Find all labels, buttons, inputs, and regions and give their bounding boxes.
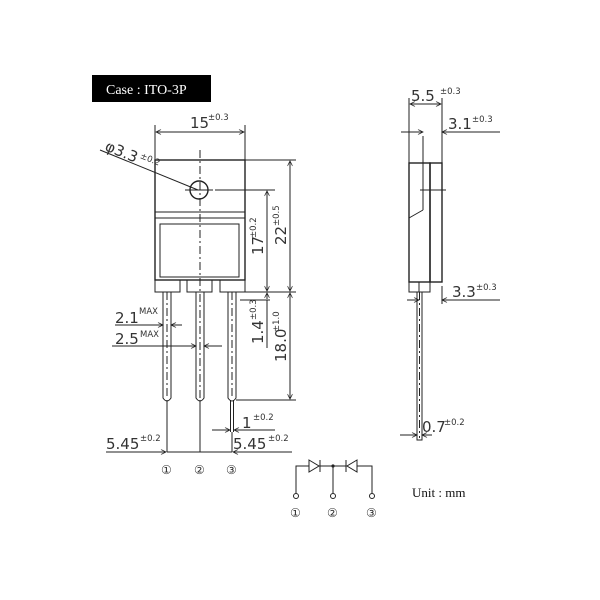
schematic-pin-2: ② bbox=[327, 506, 338, 520]
dimension-tolerance: ±0.2 bbox=[444, 418, 465, 428]
dimension-value: 17 bbox=[249, 236, 267, 255]
diode-schematic: ① ② ③ bbox=[290, 459, 377, 520]
drawing-line bbox=[346, 459, 358, 473]
dimension-value: 3.1 bbox=[448, 115, 472, 133]
drawing-line bbox=[295, 465, 373, 493]
dimension-value: 5.5 bbox=[411, 87, 435, 105]
dimension-tolerance: ±0.3 bbox=[440, 87, 461, 97]
dimension-value: 3.3 bbox=[452, 283, 476, 301]
dimension-value: 1.4 bbox=[249, 320, 267, 344]
dimension-tolerance: ±0.3 bbox=[249, 299, 259, 320]
dimension-tolerance: ±0.2 bbox=[139, 151, 162, 168]
dimension-value: φ3.3 bbox=[103, 137, 141, 166]
drawing-line bbox=[308, 459, 320, 473]
dimension-value: 15 bbox=[190, 114, 209, 132]
dimension-tolerance: ±0.3 bbox=[476, 283, 497, 293]
dimension-tolerance: ±0.3 bbox=[208, 113, 229, 123]
dimension-value: 5.45 bbox=[106, 435, 139, 453]
dimension-tolerance: MAX bbox=[139, 307, 158, 317]
dimension-tolerance: ±1.0 bbox=[272, 311, 282, 332]
drawing-line bbox=[408, 209, 424, 219]
dimension-value: 5.45 bbox=[233, 435, 266, 453]
dimension-value: 0.7 bbox=[422, 418, 446, 436]
side-body bbox=[408, 162, 431, 283]
schematic-pin-3: ③ bbox=[366, 506, 377, 520]
pin-label-1: ① bbox=[161, 463, 172, 477]
lead-1 bbox=[162, 292, 172, 452]
pin-label-3: ③ bbox=[226, 463, 237, 477]
diode-2-icon bbox=[345, 459, 358, 473]
drawing-line bbox=[99, 149, 199, 191]
dimension-tolerance: MAX bbox=[140, 330, 159, 340]
unit-label: Unit : mm bbox=[412, 485, 465, 500]
side-view: 5.5 ±0.3 3.1 ±0.3 3.3 ±0.3 0.7 ±0.2 bbox=[400, 87, 500, 441]
svg-text:Case : ITO-3P: Case : ITO-3P bbox=[106, 83, 187, 98]
side-fin bbox=[429, 162, 443, 283]
pin-label-2: ② bbox=[194, 463, 205, 477]
lead-2 bbox=[195, 292, 205, 452]
dimension-value: 18.0 bbox=[272, 329, 290, 362]
dimension-value: 2.5 bbox=[115, 330, 139, 348]
front-view: 15 ±0.3 φ3.3 ±0.2 17 ±0.2 22 ±0.5 1.4 ±0 bbox=[99, 113, 296, 477]
dimension-tolerance: ±0.2 bbox=[140, 434, 161, 444]
dimension-tolerance: ±0.2 bbox=[253, 413, 274, 423]
dimension-value: 22 bbox=[272, 226, 290, 245]
dimension-tolerance: ±0.2 bbox=[249, 217, 259, 238]
dimension-value: 1 bbox=[242, 414, 252, 432]
tab-3 bbox=[219, 279, 246, 293]
lead-3 bbox=[227, 292, 237, 452]
case-label: Case : ITO-3P bbox=[92, 75, 211, 102]
dimension-tolerance: ±0.3 bbox=[472, 115, 493, 125]
dimension-value: 2.1 bbox=[115, 309, 139, 327]
schematic-pin-1: ① bbox=[290, 506, 301, 520]
drawing-line bbox=[227, 292, 237, 402]
diode-1-icon bbox=[308, 459, 321, 473]
tab-1 bbox=[154, 279, 181, 293]
dimension-tolerance: ±0.2 bbox=[268, 434, 289, 444]
mold-window bbox=[159, 223, 240, 278]
dimension-tolerance: ±0.5 bbox=[272, 205, 282, 226]
